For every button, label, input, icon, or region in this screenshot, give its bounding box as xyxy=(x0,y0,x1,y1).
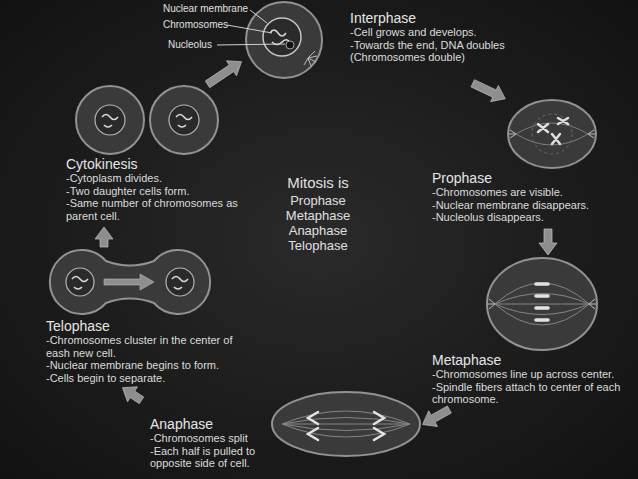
stage-group: Interphase-Cell grows and develops.-Towa… xyxy=(244,2,530,82)
stage-note: -Nucleolus disappears. xyxy=(432,211,608,224)
stage-group: Metaphase-Chromosomes line up across cen… xyxy=(430,258,624,408)
cell-membrane xyxy=(487,258,597,350)
cell-membrane xyxy=(246,2,322,78)
stage-note: -Each half is pulled to opposite side of… xyxy=(150,445,282,470)
stage-note: -Spindle fibers attach to center of each… xyxy=(432,381,622,406)
stage-note: -Cell grows and develops. xyxy=(350,26,528,39)
daughter-cell xyxy=(150,86,218,154)
cycle-arrow xyxy=(471,80,505,102)
nucleus xyxy=(95,105,125,135)
spindle-fibers xyxy=(495,283,589,325)
stage-heading: Cytokinesis xyxy=(66,156,241,172)
stage-note: -Cells begin to separate. xyxy=(46,372,251,385)
daughter-cell xyxy=(76,86,144,154)
dividing-cell xyxy=(50,250,210,314)
nucleus xyxy=(166,268,194,296)
stage-text: Metaphase-Chromosomes line up across cen… xyxy=(432,352,622,406)
centrosome xyxy=(304,51,317,66)
stage-note: -Cytoplasm divides. xyxy=(66,172,241,185)
callout-label: Nuclear membrane xyxy=(163,3,248,15)
cycle-arrow xyxy=(423,406,452,427)
stage-text: Interphase-Cell grows and develops.-Towa… xyxy=(350,10,528,64)
cell-membrane xyxy=(508,100,596,168)
phase-list-item: Telophase xyxy=(258,238,378,253)
cell-membrane xyxy=(272,392,420,456)
cycle-arrow xyxy=(123,387,144,404)
nucleolus xyxy=(286,41,294,49)
chromosome xyxy=(308,412,384,440)
stage-heading: Telophase xyxy=(46,318,251,334)
stage-group: Anaphase-Chromosomes split-Each half is … xyxy=(144,392,420,472)
stage-text: Prophase-Chromosomes are visible.-Nuclea… xyxy=(432,170,608,224)
stage-text: Anaphase-Chromosomes split-Each half is … xyxy=(150,416,282,470)
phase-list-item: Metaphase xyxy=(258,208,378,223)
chromosome xyxy=(538,118,568,144)
callout-label: Nucleolus xyxy=(168,39,212,51)
stage-text: Cytokinesis-Cytoplasm divides.-Two daugh… xyxy=(66,156,241,222)
centrosome xyxy=(509,130,595,138)
phase-list-item: Anaphase xyxy=(258,223,378,238)
stage-heading: Anaphase xyxy=(150,416,282,432)
stage-group: Prophase-Chromosomes are visible.-Nuclea… xyxy=(430,100,610,226)
stage-heading: Prophase xyxy=(432,170,608,186)
stage-note: -Two daughter cells form. xyxy=(66,185,241,198)
chromatin xyxy=(102,115,192,128)
callout-label: Chromosomes xyxy=(163,19,228,31)
cycle-arrow xyxy=(205,61,241,88)
spindle-fibers xyxy=(282,411,410,437)
stage-note: -Towards the end, DNA doubles (Chromosom… xyxy=(350,39,528,64)
stage-note: -Chromosomes line up across center. xyxy=(432,368,622,381)
stage-heading: Metaphase xyxy=(432,352,622,368)
stage-note: -Chromosomes are visible. xyxy=(432,186,608,199)
separation-arrow xyxy=(104,274,154,290)
fading-nucleus xyxy=(532,114,572,154)
cycle-arrow xyxy=(95,227,113,247)
stage-note: -Chromosomes cluster in the center of ea… xyxy=(46,334,251,359)
stage-group: Telophase-Chromosomes cluster in the cen… xyxy=(46,250,253,386)
mitosis-heading: Mitosis is xyxy=(258,174,378,191)
chromosome xyxy=(536,284,548,320)
stage-note: -Same number of chromosomes as parent ce… xyxy=(66,197,241,222)
stage-text: Telophase-Chromosomes cluster in the cen… xyxy=(46,318,251,384)
stage-note: -Nuclear membrane begins to form. xyxy=(46,359,251,372)
stage-note: -Nuclear membrane disappears. xyxy=(432,199,608,212)
cycle-arrow xyxy=(539,229,557,255)
stage-group: Cytokinesis-Cytoplasm divides.-Two daugh… xyxy=(66,86,243,224)
stage-heading: Interphase xyxy=(350,10,528,26)
nucleus xyxy=(263,18,301,56)
phase-list-item: Prophase xyxy=(258,193,378,208)
nucleus xyxy=(66,268,94,296)
nucleus xyxy=(169,105,199,135)
stage-note: -Chromosomes split xyxy=(150,432,282,445)
centrosome xyxy=(488,299,596,309)
